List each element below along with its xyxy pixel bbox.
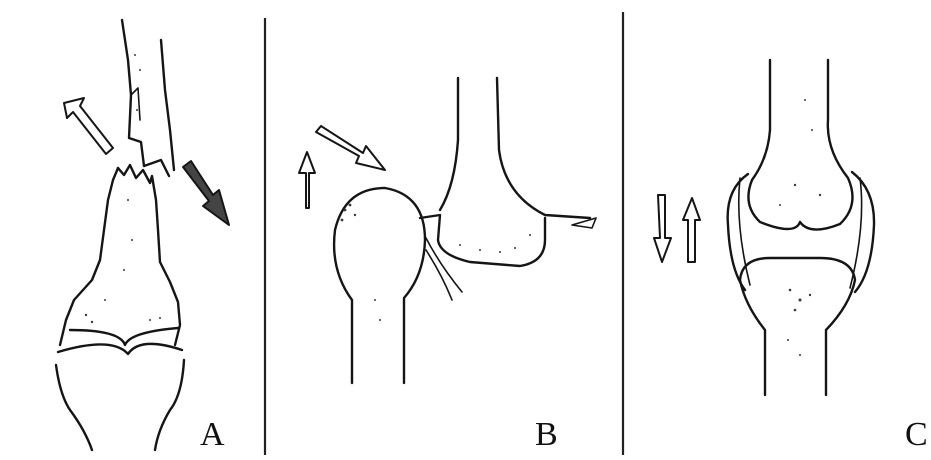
panel-b-drawing <box>299 78 596 383</box>
arrow-outward-right-icon <box>183 161 229 225</box>
arrow-up-small-icon <box>683 198 700 262</box>
panel-label-c: C <box>905 418 928 452</box>
arrow-outward-left-icon <box>64 98 113 154</box>
panel-label-b: B <box>535 418 558 452</box>
panel-label-a: A <box>200 418 225 452</box>
panel-c-drawing <box>654 60 874 395</box>
arrow-diagonal-icon <box>316 126 385 170</box>
panel-a-drawing <box>56 20 229 450</box>
arrow-down-icon <box>654 195 671 262</box>
arrow-up-icon <box>299 152 315 208</box>
